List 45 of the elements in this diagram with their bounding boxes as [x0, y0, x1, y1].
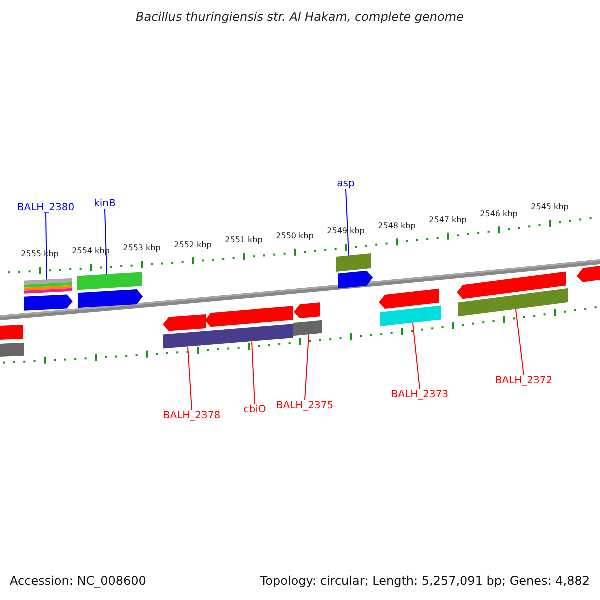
- gene-feature: [380, 306, 441, 326]
- genome-stats: Topology: circular; Length: 5,257,091 bp; Genes: 4,882: [260, 574, 590, 588]
- leader-line: [252, 341, 256, 405]
- gene-feature: [0, 342, 24, 357]
- gene-feature: [78, 290, 143, 308]
- gene-label: BALH_2378: [163, 410, 221, 422]
- position-label: 2546 kbp: [480, 209, 518, 218]
- gene-label: asp: [337, 178, 355, 190]
- diagram-title: Bacillus thuringiensis str. Al Hakam, complete genome: [135, 10, 465, 24]
- accession-number: Accession: NC_008600: [10, 574, 146, 588]
- gene-feature: [294, 302, 320, 318]
- gene-feature: [24, 294, 73, 311]
- gene-feature: [457, 272, 566, 300]
- position-label: 2549 kbp: [327, 226, 365, 236]
- position-label: 2545 kbp: [531, 202, 569, 212]
- leader-line: [104, 209, 108, 275]
- gene-label: BALH_2372: [495, 376, 553, 386]
- position-label: 2550 kbp: [276, 231, 314, 240]
- position-label: 2553 kbp: [123, 244, 161, 253]
- leader-line: [304, 334, 310, 401]
- gene-label: kinB: [94, 198, 116, 210]
- gene-feature: [293, 320, 322, 336]
- leader-line: [412, 322, 420, 390]
- position-label: 2552 kbp: [174, 240, 212, 250]
- gene-feature: [24, 278, 72, 294]
- position-label: 2551 kbp: [225, 236, 263, 245]
- gene-label: BALH_2373: [391, 390, 449, 400]
- gene-feature: [336, 254, 371, 272]
- position-label: 2547 kbp: [429, 215, 467, 224]
- gene-feature: [338, 270, 373, 289]
- leader-line: [516, 308, 524, 376]
- gene-feature: [77, 272, 142, 290]
- gene-feature: [0, 325, 23, 340]
- gene-label: BALH_2375: [276, 400, 334, 412]
- leader-line: [46, 213, 48, 280]
- gene-feature: [458, 288, 568, 317]
- gene-feature: [163, 314, 206, 332]
- gene-feature: [163, 324, 293, 349]
- gene-feature: [379, 288, 439, 309]
- gene-label: BALH_2380: [17, 202, 75, 214]
- position-label: 2548 kbp: [378, 221, 416, 230]
- gene-label: cbiO: [244, 404, 266, 416]
- leader-line: [346, 189, 350, 256]
- gene-feature: [577, 266, 600, 282]
- leader-line: [188, 346, 192, 411]
